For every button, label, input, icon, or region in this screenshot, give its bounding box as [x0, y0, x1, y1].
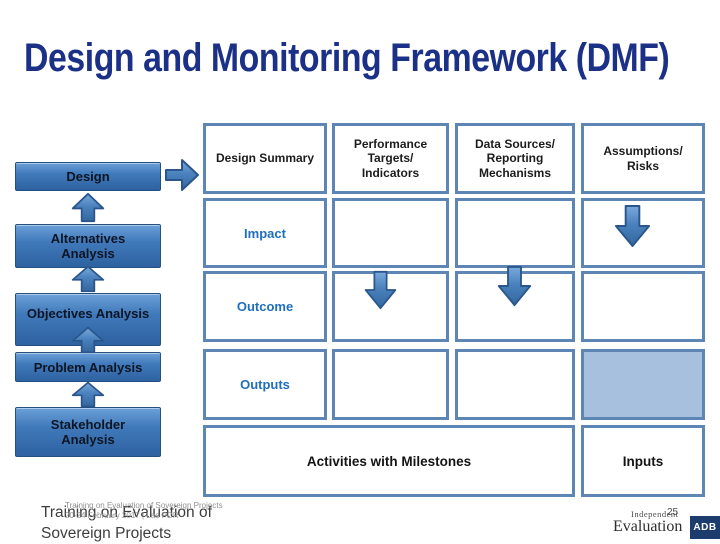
highlighted-cell — [581, 349, 705, 420]
empty-cell — [581, 271, 705, 342]
up-arrow-icon — [70, 381, 106, 408]
empty-cell — [455, 349, 575, 420]
process-box-objectives-label: Objectives Analysis — [26, 306, 150, 321]
up-arrow-icon — [70, 192, 106, 223]
independent-evaluation-logo: Evaluation — [613, 518, 683, 535]
process-box-design-label: Design — [66, 169, 110, 184]
down-arrow-icon — [613, 204, 652, 248]
process-box-problem: Problem Analysis — [15, 352, 161, 382]
inputs-cell: Inputs — [581, 425, 705, 497]
process-box-stakeholder: Stakeholder Analysis — [15, 407, 161, 457]
header-performance-targets-label: Performance Targets/ Indicators — [353, 136, 428, 180]
header-cell-assumptions-risks: Assumptions/ Risks — [581, 123, 705, 194]
header-data-sources-label: Data Sources/ Reporting Mechanisms — [474, 136, 556, 180]
outputs-label: Outputs — [240, 377, 290, 392]
right-arrow-icon — [164, 157, 200, 193]
footer-course-details: Training on Evaluation of Sovereign Proj… — [65, 501, 223, 520]
activities-cell: Activities with Milestones — [203, 425, 575, 497]
process-box-problem-label: Problem Analysis — [33, 359, 143, 375]
outcome-label: Outcome — [236, 299, 294, 314]
process-box-alternatives: Alternatives Analysis — [15, 224, 161, 268]
down-arrow-icon — [363, 270, 398, 310]
empty-cell — [455, 198, 575, 268]
activities-label: Activities with Milestones — [306, 453, 472, 469]
empty-cell — [332, 198, 449, 268]
row-label-cell-impact: Impact — [203, 198, 327, 268]
down-arrow-icon — [496, 265, 533, 307]
header-assumptions-risks-label: Assumptions/ Risks — [603, 144, 683, 173]
adb-logo: ADB — [690, 516, 720, 539]
row-label-cell-outcome: Outcome — [203, 271, 327, 342]
up-arrow-icon — [70, 326, 106, 354]
process-box-stakeholder-label: Stakeholder Analysis — [50, 417, 126, 447]
empty-cell — [332, 271, 449, 342]
impact-label: Impact — [244, 225, 286, 241]
header-design-summary-label: Design Summary — [215, 151, 315, 166]
process-box-alternatives-label: Alternatives Analysis — [50, 231, 126, 261]
footer-course-title: Training on Evaluation of Sovereign Proj… — [41, 504, 212, 542]
inputs-label: Inputs — [622, 453, 664, 469]
page-number: 25 — [667, 507, 679, 518]
up-arrow-icon — [70, 265, 106, 293]
empty-cell — [332, 349, 449, 420]
header-cell-performance-targets: Performance Targets/ Indicators — [332, 123, 449, 194]
adb-logo-text: ADB — [693, 522, 717, 533]
slide-title: Design and Monitoring Framework (DMF) — [24, 36, 670, 80]
independent-evaluation-logo-top: Independent — [631, 509, 679, 519]
process-box-design: Design — [15, 162, 161, 191]
row-label-cell-outputs: Outputs — [203, 349, 327, 420]
header-cell-data-sources: Data Sources/ Reporting Mechanisms — [455, 123, 575, 194]
header-cell-design-summary: Design Summary — [203, 123, 327, 194]
